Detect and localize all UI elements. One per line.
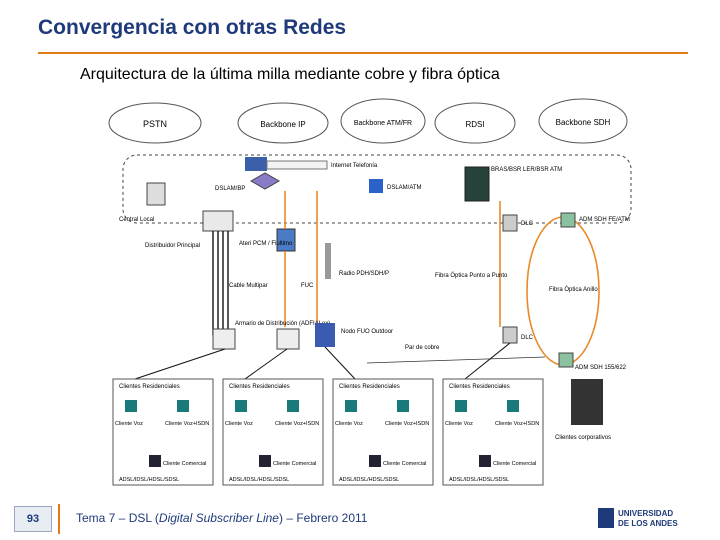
cloud-pstn-label: PSTN — [143, 119, 167, 129]
client-box-title: Clientes Residenciales — [229, 384, 290, 390]
clientes-corporativos-label: Clientes corporativos — [555, 435, 611, 441]
cloud-backbone-ip: Backbone IP — [237, 102, 329, 144]
cloud-rdsi: RDSI — [434, 102, 516, 144]
central-office-boundary — [122, 154, 632, 224]
client-datos-label: Cliente Voz+ISDN — [385, 421, 429, 427]
par-cobre-label: Par de cobre — [405, 345, 440, 351]
client-footer-label: ADSL/IDSL/HDSL/SDSL — [229, 477, 289, 483]
armario-cabinet-icon — [212, 328, 236, 350]
client-box-3: Clientes Residenciales Cliente Voz Clien… — [332, 378, 434, 486]
footer-text-italic: Digital Subscriber Line — [158, 511, 279, 525]
corporate-servers-icon — [571, 379, 603, 425]
client-voz-label: Cliente Voz — [335, 421, 363, 427]
fibra-punto-label: Fibra Óptica Punto a Punto — [435, 272, 508, 279]
ateri-icon — [276, 228, 296, 252]
fibra-anillo-label: Fibra Óptica Anillo — [549, 286, 598, 293]
page-title: Convergencia con otras Redes — [38, 16, 347, 39]
central-local-label: Central Local — [119, 217, 154, 223]
cloud-backbone-sdh: Backbone SDH — [538, 98, 628, 144]
client-box-1: Clientes Residenciales Cliente Voz Clien… — [112, 378, 214, 486]
university-logo-line1: UNIVERSIDAD — [618, 509, 673, 518]
network-diagram: PSTN Backbone IP Backbone ATM/FR RDSI Ba… — [108, 98, 632, 486]
university-logo: UNIVERSIDAD DE LOS ANDES — [598, 508, 678, 528]
distribuidor-label: Distribuidor Principal — [145, 243, 200, 249]
dslam-atm-label: DSLAM/ATM — [387, 185, 422, 191]
client-datos-label: Cliente Voz+ISDN — [275, 421, 319, 427]
client-comercial-label: Cliente Comercial — [163, 461, 206, 467]
client-drop-lines — [134, 342, 511, 380]
copper-lines — [212, 231, 229, 335]
client-voz-label: Cliente Voz — [225, 421, 253, 427]
adm-top-icon — [560, 212, 576, 228]
dslam-atm-icon — [369, 179, 383, 193]
ateri-label: Ateri PCM / Fiultimo — [239, 241, 293, 247]
client-datos-label: Cliente Voz+ISDN — [495, 421, 539, 427]
cable-multipar-label: Cable Multipar — [229, 283, 268, 289]
client-comercial-label: Cliente Comercial — [383, 461, 426, 467]
client-footer-label: ADSL/IDSL/HDSL/SDSL — [449, 477, 509, 483]
dlc-top-label: DLC — [521, 221, 534, 227]
client-box-title: Clientes Residenciales — [119, 384, 180, 390]
client-box-title: Clientes Residenciales — [339, 384, 400, 390]
footer-text-suffix: ) – Febrero 2011 — [278, 511, 368, 525]
nodo-fuo-label: Nodo FUO Outdoor — [341, 329, 393, 335]
bras-label: BRAS/BSR LER/BSR ATM — [491, 167, 562, 173]
dlc-bottom-label: DLC — [521, 335, 534, 341]
par-cobre-arrow — [366, 356, 546, 364]
cloud-rdsi-label: RDSI — [465, 120, 484, 129]
dlc-bottom-icon — [502, 326, 518, 344]
cloud-backbone-ip-label: Backbone IP — [260, 120, 305, 129]
radio-pdh-icon — [325, 243, 331, 279]
cloud-backbone-atm: Backbone ATM/FR — [340, 98, 426, 144]
nodo-fuo-icon — [315, 323, 335, 347]
armario-label: Armario de Distribución (ADFIALex) — [235, 321, 330, 327]
client-voz-label: Cliente Voz — [115, 421, 143, 427]
adm-bottom-label: ADM SDH 155/622 — [575, 365, 627, 371]
bras-rack-icon — [464, 166, 490, 202]
client-voz-label: Cliente Voz — [445, 421, 473, 427]
cloud-backbone-sdh-label: Backbone SDH — [556, 118, 611, 127]
client-box-4: Clientes Residenciales Cliente Voz Clien… — [442, 378, 544, 486]
dslam-ip-icon — [249, 172, 281, 190]
university-logo-line2: DE LOS ANDES — [618, 519, 678, 528]
adm-bottom-icon — [558, 352, 574, 368]
client-datos-label: Cliente Voz+ISDN — [165, 421, 209, 427]
cloud-pstn: PSTN — [108, 102, 202, 144]
client-box-title: Clientes Residenciales — [449, 384, 510, 390]
client-comercial-label: Cliente Comercial — [273, 461, 316, 467]
radio-pdh-label: Radio PDH/SDH/P — [339, 271, 389, 277]
page-number: 93 — [14, 506, 52, 532]
dlc-top-icon — [502, 214, 518, 232]
armario-cabinet-2-icon — [276, 328, 300, 350]
client-footer-label: ADSL/IDSL/HDSL/SDSL — [339, 477, 399, 483]
pstn-switch-icon — [146, 182, 166, 206]
title-underline — [38, 52, 688, 54]
client-box-2: Clientes Residenciales Cliente Voz Clien… — [222, 378, 324, 486]
router-bar — [266, 160, 328, 170]
fuc-label: FUC — [301, 283, 314, 289]
dslam-label: DSLAM/BP — [215, 186, 245, 192]
internet-telefonia-label: Internet Telefonía — [331, 163, 378, 169]
footer-divider — [58, 504, 60, 534]
footer-text-prefix: Tema 7 – DSL ( — [76, 511, 159, 525]
distribuidor-frame-icon — [202, 210, 234, 232]
adm-top-label: ADM SDH FE/ATM — [579, 217, 630, 223]
client-comercial-label: Cliente Comercial — [493, 461, 536, 467]
page-subtitle: Arquitectura de la última milla mediante… — [80, 66, 500, 83]
client-footer-label: ADSL/IDSL/HDSL/SDSL — [119, 477, 179, 483]
footer-text: Tema 7 – DSL (Digital Subscriber Line) –… — [76, 511, 367, 525]
cloud-backbone-atm-label: Backbone ATM/FR — [354, 120, 412, 127]
router-icon — [245, 157, 267, 171]
